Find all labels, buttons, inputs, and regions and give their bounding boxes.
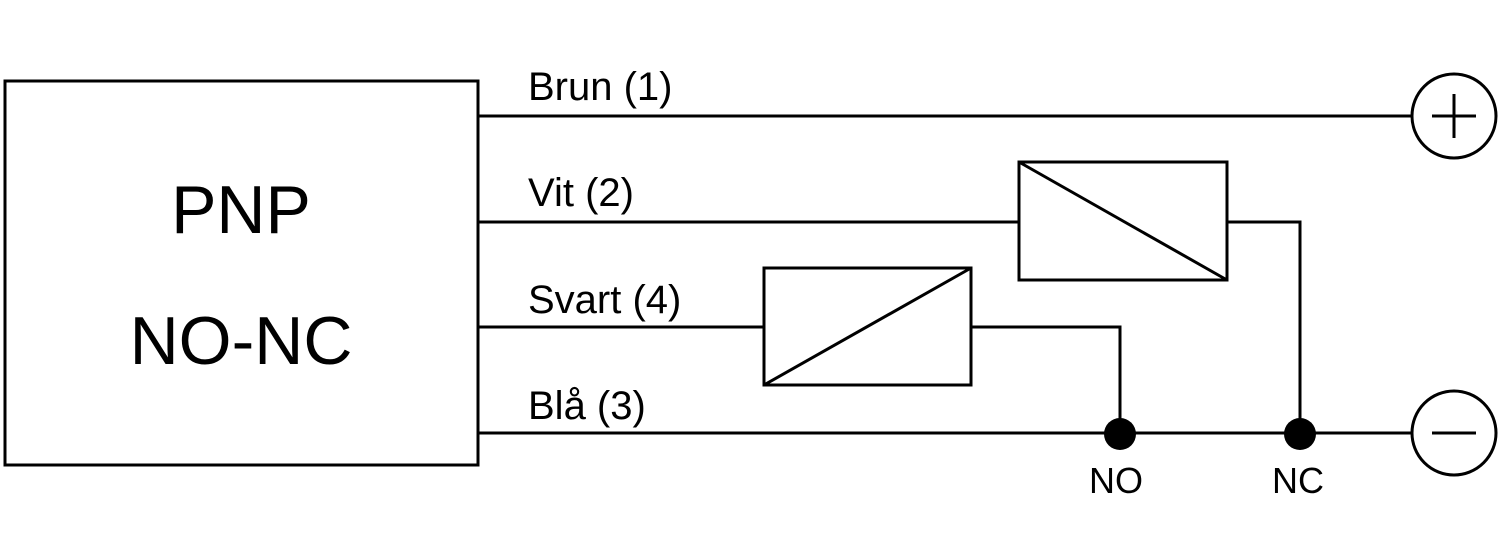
wire-label-white: Vit (2) [528,171,634,215]
plus-circle-icon [1410,72,1498,160]
load-no [762,266,973,387]
sensor-box [3,79,480,467]
wire-black-return [971,325,1122,433]
junction-no [1104,418,1136,450]
junction-nc [1284,418,1316,450]
minus-circle-icon [1410,389,1498,477]
wire-label-black: Svart (4) [528,278,681,322]
load-nc [1017,160,1229,282]
terminal-label-no: NO [1089,460,1143,501]
wire-white-return [1227,220,1302,433]
sensor-type-no-nc: NO-NC [130,303,353,379]
terminal-label-nc: NC [1272,460,1324,501]
wire-label-blue: Blå (3) [528,384,646,428]
wire-label-brown: Brun (1) [528,65,673,109]
sensor-type-pnp: PNP [171,172,311,248]
